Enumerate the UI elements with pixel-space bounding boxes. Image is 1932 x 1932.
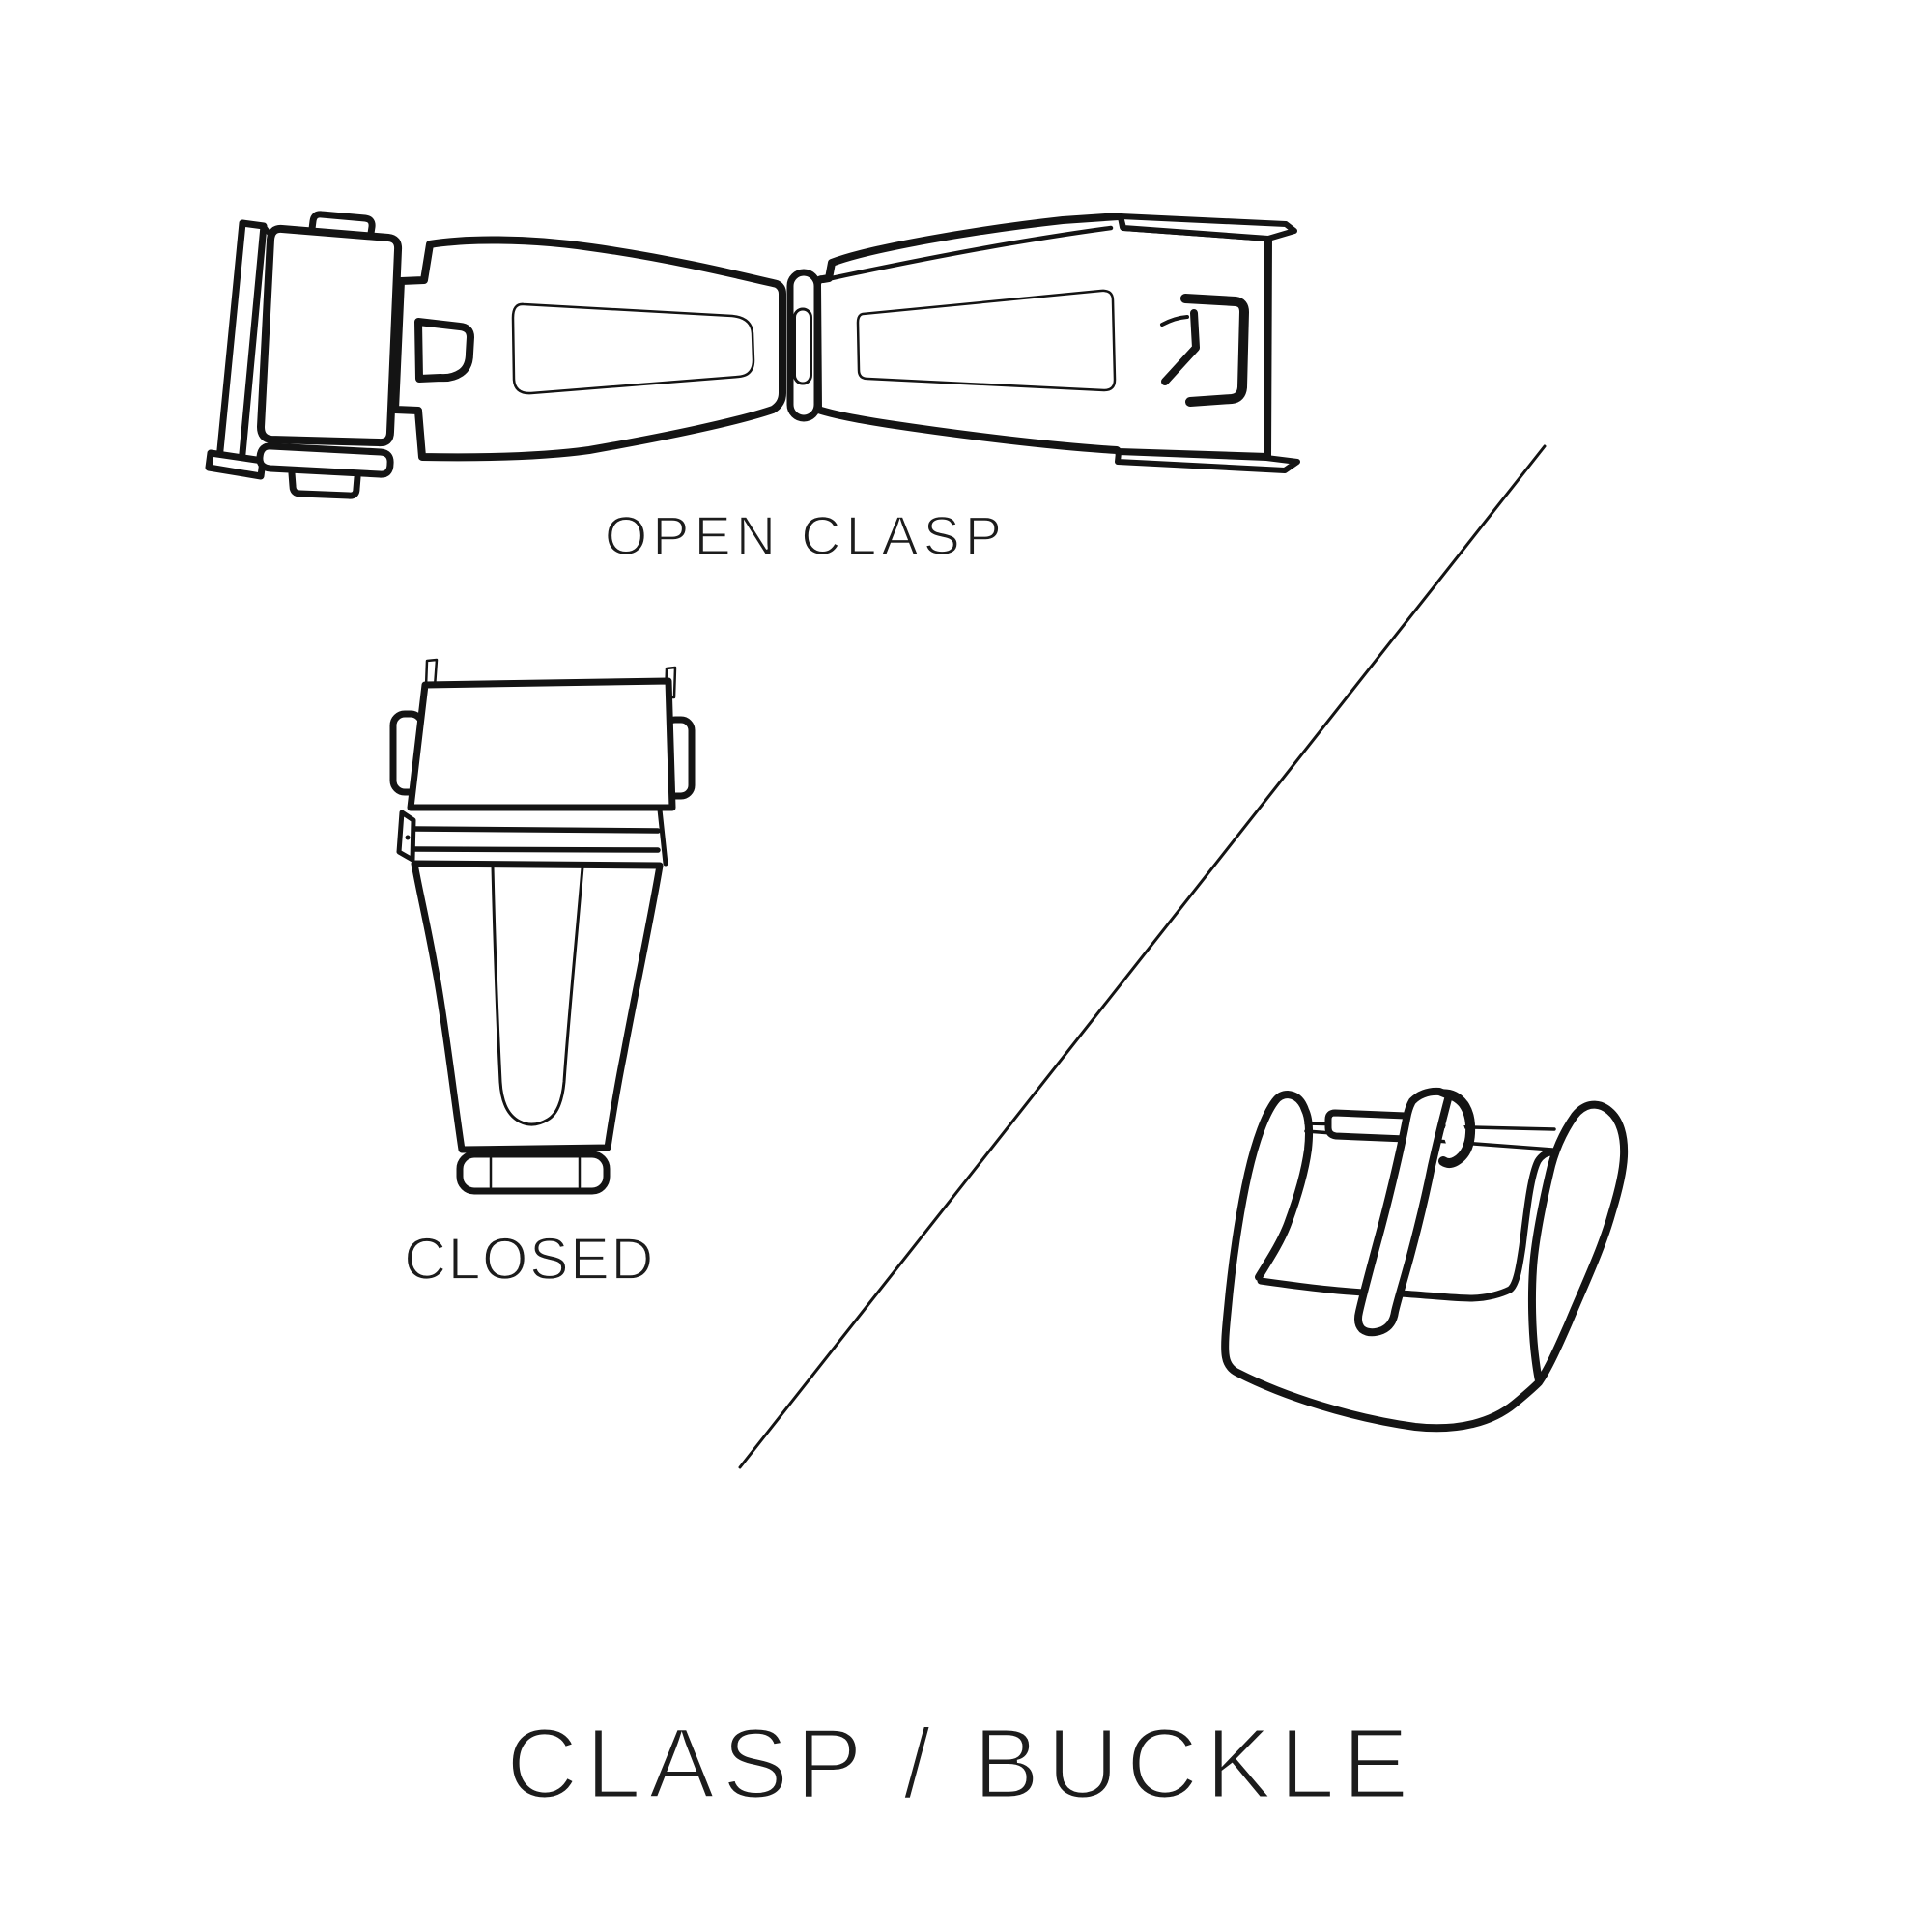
svg-text:CLASP / BUCKLE: CLASP / BUCKLE bbox=[506, 1708, 1416, 1819]
svg-text:CLOSED: CLOSED bbox=[404, 1226, 655, 1292]
svg-text:OPEN CLASP: OPEN CLASP bbox=[605, 505, 1007, 567]
